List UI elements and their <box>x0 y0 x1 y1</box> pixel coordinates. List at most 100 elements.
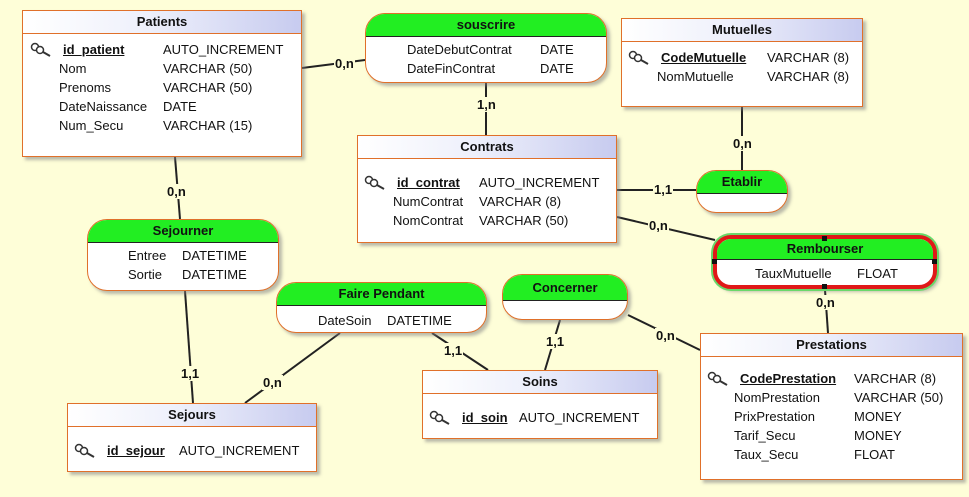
entity-field-row: CodePrestation VARCHAR (8) <box>701 369 962 388</box>
field-name: Nom <box>59 61 87 76</box>
relation-sejourner[interactable]: Sejourner Entree DATETIME Sortie DATETIM… <box>87 219 279 291</box>
field-type: VARCHAR (8) <box>767 50 850 65</box>
field-type: VARCHAR (50) <box>479 213 569 228</box>
field-type: AUTO_INCREMENT <box>163 42 284 57</box>
entity-soins[interactable]: Soins id_soin AUTO_INCREMENT <box>422 370 658 439</box>
primary-key-icon <box>74 443 95 458</box>
field-type: VARCHAR (50) <box>854 390 944 405</box>
entity-title: Patients <box>23 11 301 34</box>
cardinality-label: 0,n <box>815 295 836 310</box>
entity-field-row: id_patient AUTO_INCREMENT <box>23 40 301 59</box>
primary-key-icon <box>30 42 51 57</box>
field-name: CodePrestation <box>740 371 837 386</box>
cardinality-label: 0,n <box>262 375 283 390</box>
selection-handle[interactable] <box>712 259 717 264</box>
field-name: DateFinContrat <box>407 61 496 76</box>
cardinality-label: 0,n <box>732 136 753 151</box>
cardinality-label: 1,1 <box>443 343 464 358</box>
field-type: AUTO_INCREMENT <box>519 410 640 425</box>
field-name: id_soin <box>462 410 508 425</box>
field-type: MONEY <box>854 428 902 443</box>
entity-field-row: PrixPrestation MONEY <box>701 407 962 426</box>
field-type: DATE <box>540 42 574 57</box>
field-name: PrixPrestation <box>734 409 815 424</box>
field-type: DATETIME <box>182 267 247 282</box>
field-name: NomContrat <box>393 213 464 228</box>
field-name: Num_Secu <box>59 118 124 133</box>
relation-field-row: DateDebutContrat DATE <box>366 40 606 59</box>
cardinality-label: 1,1 <box>180 366 201 381</box>
link-sejours-faire-pendant <box>244 332 341 404</box>
field-type: VARCHAR (50) <box>163 61 253 76</box>
relation-field-row: DateFinContrat DATE <box>366 59 606 78</box>
field-type: DATETIME <box>182 248 247 263</box>
entity-title: Soins <box>423 371 657 394</box>
field-type: DATE <box>540 61 574 76</box>
entity-field-row: id_soin AUTO_INCREMENT <box>423 408 657 427</box>
primary-key-icon <box>364 175 385 190</box>
field-name: Tarif_Secu <box>734 428 796 443</box>
cardinality-label: 1,n <box>476 97 497 112</box>
entity-field-row: NomMutuelle VARCHAR (8) <box>622 67 862 86</box>
entity-field-row: NumContrat VARCHAR (8) <box>358 192 616 211</box>
relation-field-row: Sortie DATETIME <box>88 265 278 284</box>
field-type: FLOAT <box>857 266 898 281</box>
primary-key-icon <box>628 50 649 65</box>
field-name: NumContrat <box>393 194 464 209</box>
field-name: CodeMutuelle <box>661 50 747 65</box>
selection-handle[interactable] <box>932 259 937 264</box>
field-type: VARCHAR (8) <box>479 194 562 209</box>
cardinality-label: 1,1 <box>653 182 674 197</box>
entity-contrats[interactable]: Contrats id_contrat AUTO_INCREMENT NumCo… <box>357 135 617 243</box>
field-type: AUTO_INCREMENT <box>179 443 300 458</box>
entity-field-row: Tarif_Secu MONEY <box>701 426 962 445</box>
primary-key-icon <box>707 371 728 386</box>
entity-mutuelles[interactable]: Mutuelles CodeMutuelle VARCHAR (8) NomMu… <box>621 18 863 107</box>
entity-field-row: id_sejour AUTO_INCREMENT <box>68 441 316 460</box>
entity-title: Prestations <box>701 334 962 357</box>
field-name: DateNaissance <box>59 99 148 114</box>
relation-title: Etablir <box>697 171 787 194</box>
relation-rembourser[interactable]: Rembourser TauxMutuelle FLOAT <box>713 235 937 289</box>
selection-handle[interactable] <box>822 236 827 241</box>
field-type: VARCHAR (8) <box>854 371 937 386</box>
entity-title: Sejours <box>68 404 316 427</box>
entity-field-row: NomPrestation VARCHAR (50) <box>701 388 962 407</box>
field-type: FLOAT <box>854 447 895 462</box>
primary-key-icon <box>429 410 450 425</box>
relation-field-row: DateSoin DATETIME <box>277 311 486 330</box>
field-name: id_contrat <box>397 175 460 190</box>
entity-patients[interactable]: Patients id_patient AUTO_INCREMENT Nom V… <box>22 10 302 157</box>
selection-handle[interactable] <box>822 284 827 289</box>
relation-title: Concerner <box>503 275 627 301</box>
field-name: NomMutuelle <box>657 69 734 84</box>
field-type: DATE <box>163 99 197 114</box>
field-name: DateSoin <box>318 313 372 328</box>
entity-sejours[interactable]: Sejours id_sejour AUTO_INCREMENT <box>67 403 317 472</box>
entity-field-row: Nom VARCHAR (50) <box>23 59 301 78</box>
relation-title: Sejourner <box>88 220 278 243</box>
entity-title: Mutuelles <box>622 19 862 42</box>
entity-field-row: DateNaissance DATE <box>23 97 301 116</box>
entity-field-row: Num_Secu VARCHAR (15) <box>23 116 301 135</box>
entity-field-row: Prenoms VARCHAR (50) <box>23 78 301 97</box>
field-name: Prenoms <box>59 80 112 95</box>
field-name: TauxMutuelle <box>755 266 832 281</box>
entity-field-row: id_contrat AUTO_INCREMENT <box>358 173 616 192</box>
relation-field-row: TauxMutuelle FLOAT <box>717 264 933 283</box>
relation-faire-pendant[interactable]: Faire Pendant DateSoin DATETIME <box>276 282 487 333</box>
field-type: VARCHAR (8) <box>767 69 850 84</box>
entity-field-row: NomContrat VARCHAR (50) <box>358 211 616 230</box>
relation-souscrire[interactable]: souscrire DateDebutContrat DATE DateFinC… <box>365 13 607 83</box>
field-type: VARCHAR (50) <box>163 80 253 95</box>
relation-field-row: Entree DATETIME <box>88 246 278 265</box>
relation-title: Rembourser <box>717 239 933 260</box>
entity-prestations[interactable]: Prestations CodePrestation VARCHAR (8) N… <box>700 333 963 480</box>
link-sejours-sejourner <box>184 290 194 404</box>
relation-etablir[interactable]: Etablir <box>696 170 788 213</box>
field-type: VARCHAR (15) <box>163 118 253 133</box>
field-name: NomPrestation <box>734 390 820 405</box>
relation-concerner[interactable]: Concerner <box>502 274 628 320</box>
field-name: id_sejour <box>107 443 165 458</box>
field-name: DateDebutContrat <box>407 42 512 57</box>
